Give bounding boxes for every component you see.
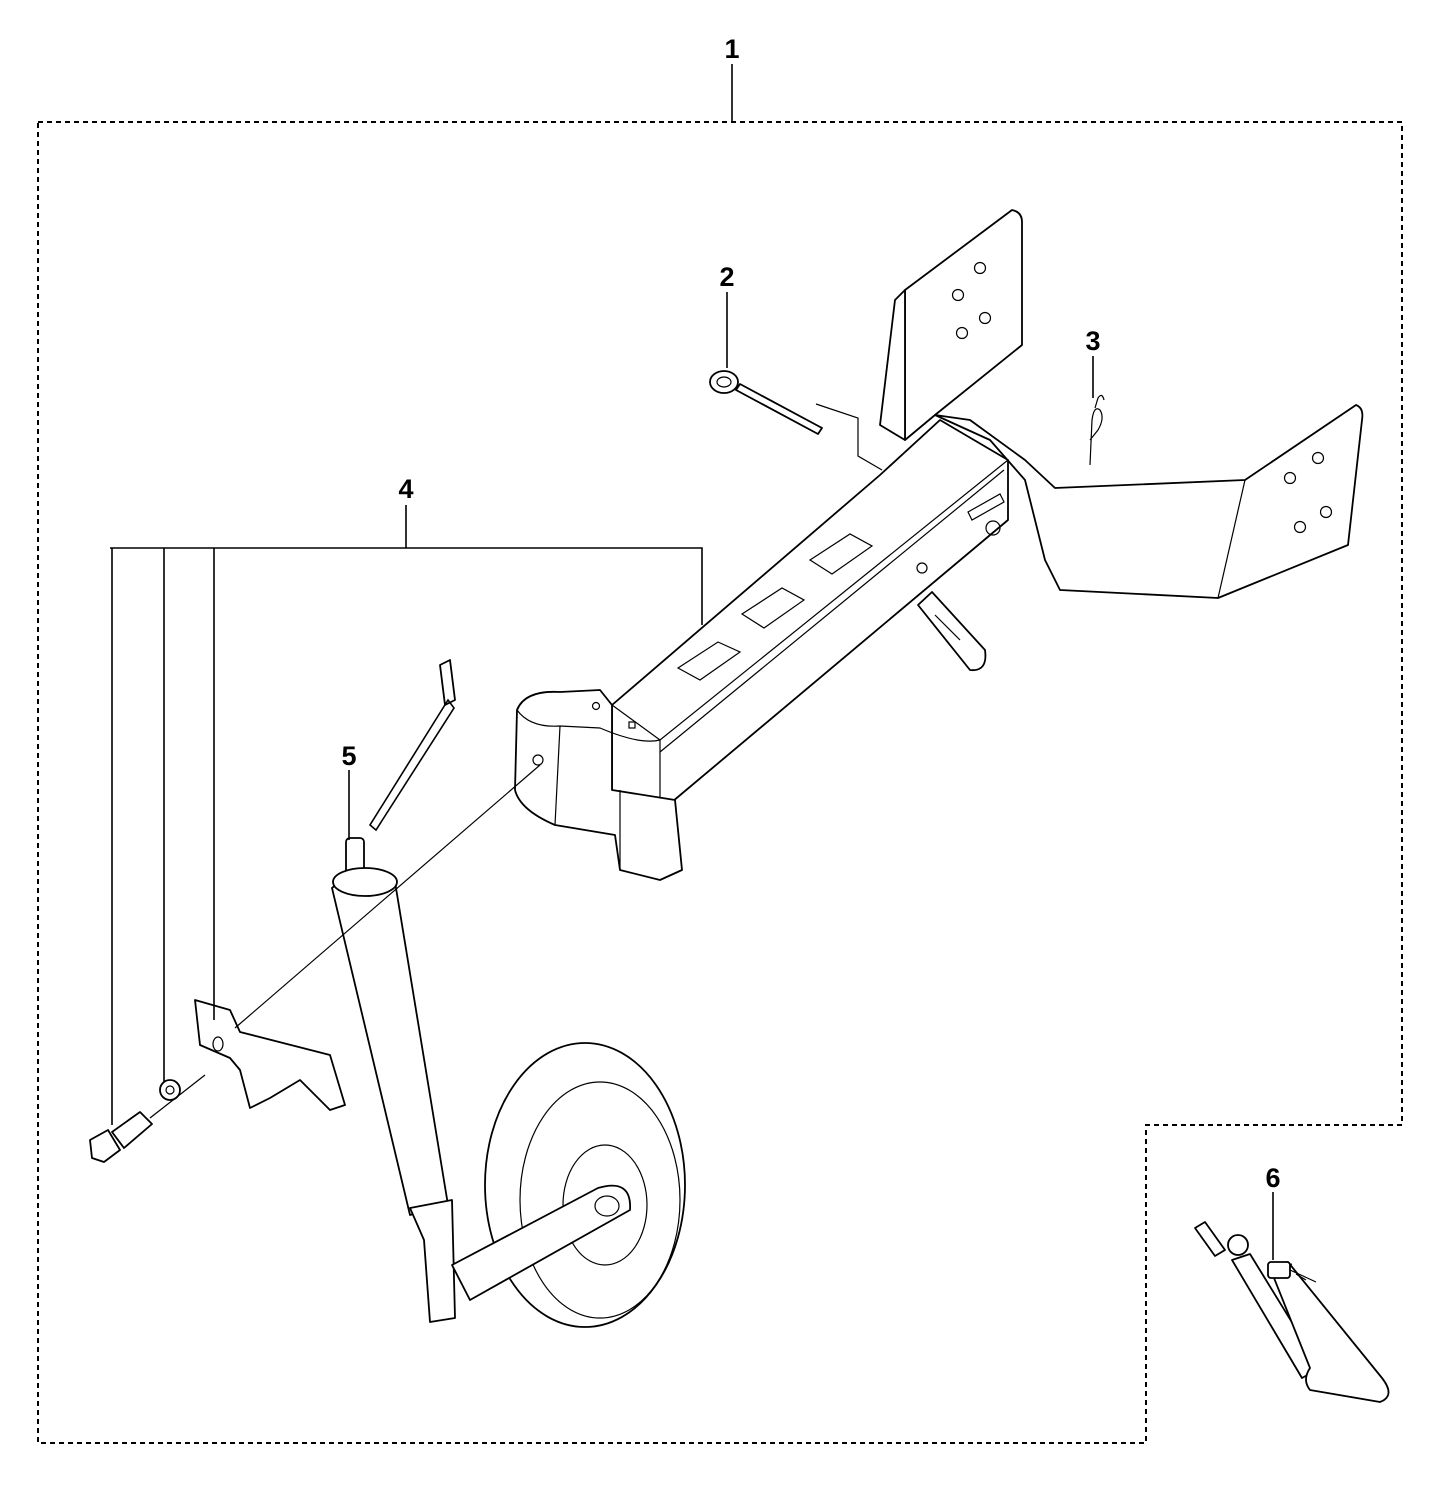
jockey-wheel [331, 659, 686, 1328]
callout-2: 2 [719, 262, 734, 292]
assembly-boundary [37, 121, 1403, 1444]
gas-spring-pair [1194, 1221, 1390, 1403]
hitch-pin [709, 370, 883, 471]
gas-spring [917, 591, 987, 672]
callout-3: 3 [1085, 326, 1100, 356]
front-socket [514, 689, 683, 881]
callout-4: 4 [398, 474, 413, 504]
clamp-bracket [194, 999, 346, 1111]
washer [159, 1079, 181, 1101]
leader-4 [110, 505, 703, 1125]
hex-bolt [89, 1111, 153, 1163]
callout-leaders [110, 64, 1274, 1260]
callout-1: 1 [724, 34, 739, 64]
hitch-bracket [879, 209, 1364, 599]
callout-6: 6 [1265, 1163, 1280, 1193]
alignment-line [149, 764, 541, 1119]
callout-5: 5 [341, 741, 356, 771]
r-clip [1089, 394, 1105, 466]
